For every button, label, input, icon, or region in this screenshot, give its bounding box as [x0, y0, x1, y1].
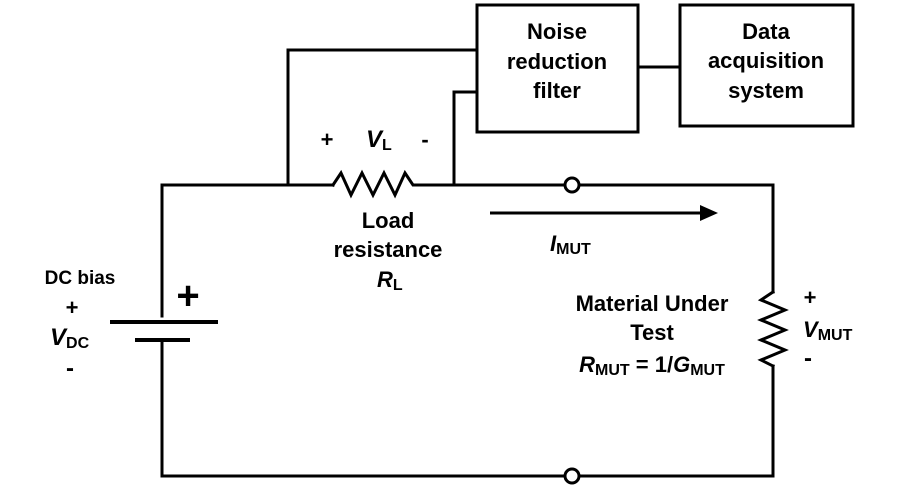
imut-symbol: I: [550, 231, 557, 256]
vdc-symbol: V: [50, 324, 68, 351]
daq-box: Data acquisition system: [678, 3, 855, 128]
wire-filter-upper: [286, 48, 480, 187]
wire-top-right-2: [578, 183, 775, 294]
vdc-subscript: DC: [66, 335, 90, 352]
wires: [160, 48, 775, 478]
vl-subscript: L: [382, 137, 392, 154]
noise-filter-box: Noise reduction filter: [475, 3, 640, 134]
mut-label-line-2: Test: [630, 320, 674, 345]
wire-right-bottom: [578, 364, 775, 478]
vmut-symbol: V: [803, 317, 820, 342]
rl-subscript: L: [393, 277, 403, 294]
dc-bias-minus: -: [66, 355, 74, 382]
vl-plus-sign: +: [321, 127, 334, 152]
mut-resistor-zigzag: [757, 289, 789, 369]
vmut-minus-sign: -: [804, 345, 812, 372]
gmut-subscript: MUT: [690, 362, 725, 379]
rl-label: RL: [377, 267, 403, 294]
load-resistor-zigzag: [330, 169, 422, 199]
mut-eq-middle: = 1/: [630, 352, 673, 377]
load-label-line-1: Load: [362, 208, 415, 233]
rl-symbol: R: [377, 267, 393, 292]
wire-bottom: [160, 338, 567, 478]
wire-left-top: [160, 183, 335, 318]
imut-subscript: MUT: [556, 241, 591, 258]
noise-filter-line-3: filter: [533, 78, 581, 103]
imut-label: IMUT: [550, 231, 591, 258]
noise-filter-rect: [475, 3, 640, 134]
current-arrow-head: [700, 205, 718, 221]
daq-line-3: system: [728, 78, 804, 103]
daq-line-1: Data: [742, 19, 790, 44]
gmut-symbol: G: [673, 352, 690, 377]
noise-filter-line-2: reduction: [507, 49, 607, 74]
terminal-bottom: [563, 467, 581, 485]
rmut-symbol: R: [579, 352, 595, 377]
terminal-top: [563, 176, 581, 194]
vmut-subscript: MUT: [818, 327, 853, 344]
battery-plus-sign: +: [176, 274, 199, 318]
mut-equation: RMUT = 1/GMUT: [579, 352, 725, 379]
vmut-label: VMUT: [803, 317, 853, 344]
load-label-line-2: resistance: [334, 237, 443, 262]
vl-label: VL: [366, 126, 392, 154]
wire-filter-lower: [452, 90, 480, 187]
dc-bias-title: DC bias: [45, 268, 116, 289]
vl-minus-sign: -: [421, 127, 428, 152]
rmut-subscript: MUT: [595, 362, 630, 379]
dc-bias-plus: +: [66, 295, 79, 320]
mut-label-line-1: Material Under: [576, 291, 729, 316]
noise-filter-line-1: Noise: [527, 19, 587, 44]
vmut-plus-sign: +: [804, 285, 817, 310]
vdc-label: VDC: [50, 324, 90, 352]
daq-rect: [678, 3, 855, 128]
vl-symbol: V: [366, 126, 384, 153]
daq-line-2: acquisition: [708, 48, 824, 73]
